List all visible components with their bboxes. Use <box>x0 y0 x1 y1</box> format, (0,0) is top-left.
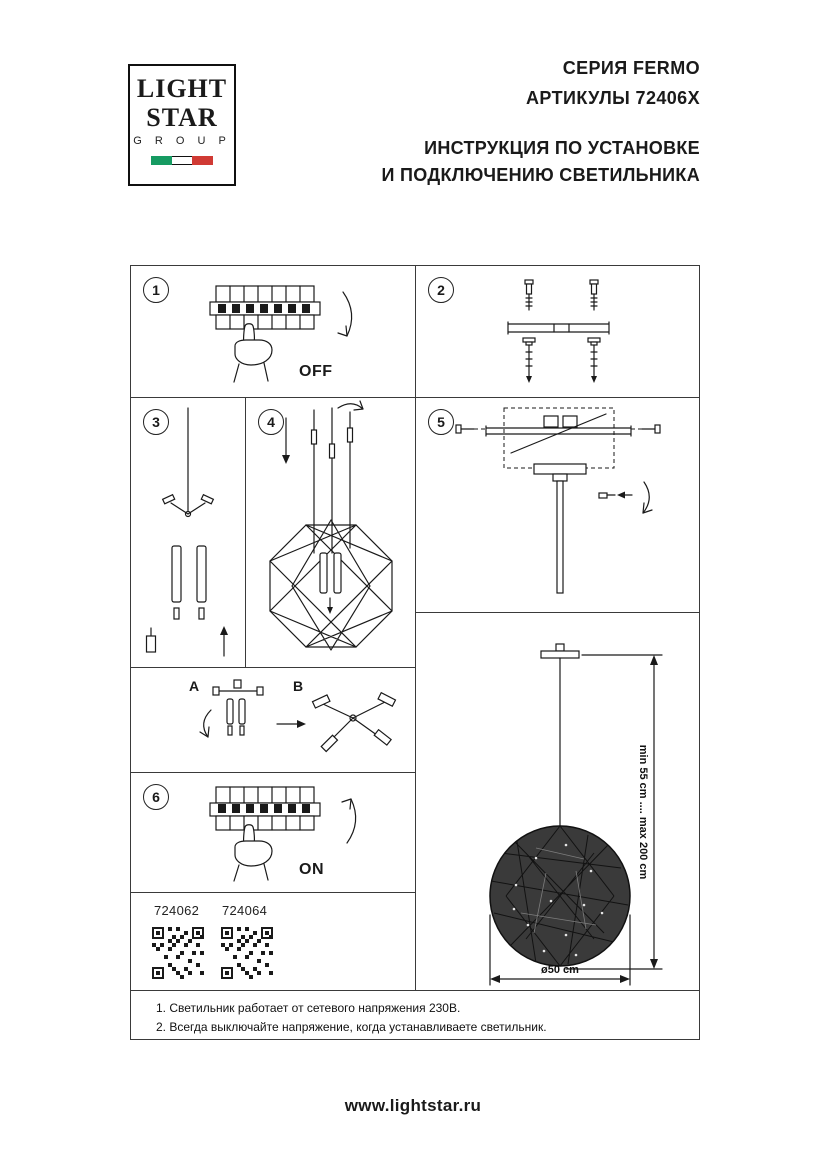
article-number-left: 724062 <box>154 903 200 918</box>
logo-word-light: LIGHT <box>136 74 228 103</box>
screw-right-icon <box>631 424 661 434</box>
bracket-detail-diagram <box>455 407 661 594</box>
instruction-title-line1: ИНСТРУКЦИЯ ПО УСТАНОВКЕ <box>424 138 700 158</box>
detail-ab-diagram <box>199 679 397 753</box>
pendant-tubes-icon <box>171 545 207 620</box>
detail-ab-panel: A B <box>131 668 416 773</box>
qr-code-left <box>152 927 204 979</box>
mounting-bracket-icon <box>507 321 610 335</box>
rod-icon <box>556 480 564 594</box>
pointing-hand-icon <box>233 323 273 383</box>
flag-green-stripe <box>151 156 172 165</box>
hardware-diagram <box>507 279 610 383</box>
sphere-shade-icon <box>489 825 631 967</box>
inner-tubes-icon <box>319 552 342 614</box>
screw-right-icon <box>587 337 601 383</box>
pendant-lamp-drawing: min 55 cm .... max 200 cm ø50 cm <box>489 643 663 986</box>
detail-a-figure <box>199 679 264 738</box>
rod-hook-diagram <box>145 407 228 657</box>
up-arrow-icon <box>220 626 228 657</box>
canopy-icon <box>533 463 587 482</box>
diameter-dimension: ø50 cm <box>489 914 631 986</box>
step-5-panel: 5 <box>416 398 700 613</box>
logo-word-star: STAR <box>146 103 218 132</box>
height-dimension-label: min 55 cm .... max 200 cm <box>637 745 649 880</box>
on-label: ON <box>299 861 324 878</box>
ceiling-mount-icon <box>540 643 580 659</box>
note-line-2: 2. Всегда выключайте напряжение, когда у… <box>156 1020 547 1034</box>
shade-assembly-diagram <box>269 400 393 651</box>
diameter-dimension-label: ø50 cm <box>541 964 579 976</box>
curved-arrow-icon <box>341 798 357 844</box>
notes-panel: 1. Светильник работает от сетевого напря… <box>131 991 699 1039</box>
step-3-panel: 3 <box>131 398 246 668</box>
detail-a-label: A <box>189 678 200 694</box>
articles-line: АРТИКУЛЫ 72406X <box>526 88 700 108</box>
detail-b-figure <box>311 691 397 753</box>
qr-code-right <box>221 927 273 979</box>
step-1-panel: 1 <box>131 266 416 398</box>
next-arrow-icon <box>276 720 306 728</box>
screw-left-icon <box>455 424 486 434</box>
step-number-badge: 1 <box>143 277 169 303</box>
instruction-title-line2: И ПОДКЛЮЧЕНИЮ СВЕТИЛЬНИКА <box>381 165 700 185</box>
article-number-right: 724064 <box>222 903 268 918</box>
curved-arrow-icon <box>337 291 353 337</box>
breaker-on-diagram <box>209 786 357 882</box>
series-title: СЕРИЯ FERMO <box>562 58 700 78</box>
diagram-grid: 1 <box>130 265 700 1040</box>
step-number-badge: 4 <box>258 409 284 435</box>
down-arrow-icon <box>282 417 290 464</box>
pendant-drawing-panel: min 55 cm .... max 200 cm ø50 cm <box>416 613 700 991</box>
detail-b-label: B <box>293 678 304 694</box>
rotate-arrow-icon <box>642 481 653 514</box>
height-dimension: min 55 cm .... max 200 cm <box>565 654 663 970</box>
suspension-cords-icon <box>310 407 354 554</box>
hook-connector-icon <box>161 493 215 518</box>
step-number-badge: 3 <box>143 409 169 435</box>
step-number-badge: 2 <box>428 277 454 303</box>
anchor-left-icon <box>524 279 534 311</box>
lightstar-logo: LIGHT STAR G R O U P <box>128 64 236 186</box>
flag-red-stripe <box>192 156 214 165</box>
screw-left-icon <box>522 337 536 383</box>
breaker-off-diagram <box>209 285 353 383</box>
flag-white-stripe <box>171 156 193 165</box>
footer-url: www.lightstar.ru <box>344 1096 482 1115</box>
step-4-panel: 4 <box>246 398 416 668</box>
step-number-badge: 5 <box>428 409 454 435</box>
ceiling-plate-icon <box>485 413 632 454</box>
rotate-arrow-icon <box>337 400 364 411</box>
anchor-right-icon <box>589 279 599 311</box>
pointing-hand-icon <box>233 824 273 882</box>
logo-word-group: G R O U P <box>133 135 231 147</box>
step-number-badge: 6 <box>143 784 169 810</box>
document-header: СЕРИЯ FERMO АРТИКУЛЫ 72406X ИНСТРУКЦИЯ П… <box>382 58 700 189</box>
off-label: OFF <box>299 363 333 380</box>
terminal-icon <box>145 627 157 653</box>
polyhedron-shade-icon <box>269 519 393 651</box>
rotate-arrow-icon <box>203 709 212 738</box>
article-qr-panel: 724062 724064 <box>131 893 416 991</box>
italy-flag-icon <box>151 156 214 165</box>
note-line-1: 1. Светильник работает от сетевого напря… <box>156 1001 461 1015</box>
step-6-panel: 6 <box>131 773 416 893</box>
side-screw-icon <box>598 491 633 499</box>
step-2-panel: 2 <box>416 266 700 398</box>
